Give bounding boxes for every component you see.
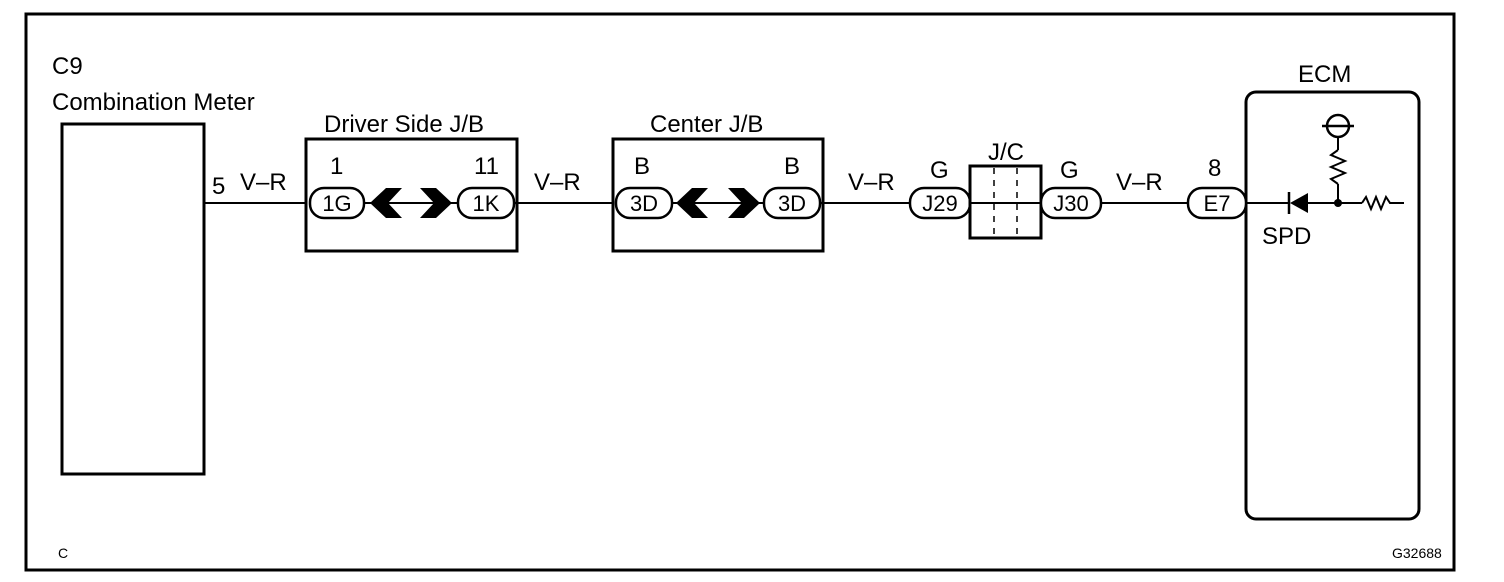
combination-meter-box xyxy=(60,122,206,476)
combination-meter-name: Combination Meter xyxy=(52,89,255,116)
combination-meter-code: C9 xyxy=(52,53,83,80)
j30-wire-label: V–R xyxy=(1116,169,1163,196)
connector-e7-label: E7 xyxy=(1204,191,1231,216)
diagram-frame xyxy=(24,12,1456,572)
combination-meter-pin: 5 xyxy=(212,173,225,200)
chevron-right-icon xyxy=(728,188,760,218)
connector-1g xyxy=(308,186,366,220)
center-jb-name: Center J/B xyxy=(650,111,763,138)
junction-connector-name: J/C xyxy=(988,139,1024,166)
connector-1g-label: 1G xyxy=(322,191,351,216)
j29-pin: G xyxy=(930,157,949,184)
resistor-icon xyxy=(1361,194,1404,212)
driver-side-jb-right-pin: 11 xyxy=(474,153,499,180)
connector-3d-left-label: 3D xyxy=(630,191,658,216)
j30-pin: G xyxy=(1060,157,1079,184)
figure-code: G32688 xyxy=(1392,545,1442,561)
pullup-resistor-icon xyxy=(1328,149,1348,185)
driver-side-jb-name: Driver Side J/B xyxy=(324,111,484,138)
center-jb-wire-label: V–R xyxy=(848,169,895,196)
corner-letter: C xyxy=(58,545,68,561)
connector-j30-label: J30 xyxy=(1053,191,1088,216)
ecm-name: ECM xyxy=(1298,61,1351,88)
connector-3d-left xyxy=(614,186,674,220)
diode-icon xyxy=(1290,193,1308,213)
ecm-input-label: SPD xyxy=(1262,223,1311,250)
chevron-left-icon xyxy=(370,188,402,218)
combination-meter-wire-label: V–R xyxy=(240,169,287,196)
chevron-right-icon xyxy=(420,188,452,218)
center-jb-right-pin: B xyxy=(784,153,800,180)
chevron-left-icon xyxy=(676,188,708,218)
connector-3d-right-label: 3D xyxy=(778,191,806,216)
driver-side-jb-left-pin: 1 xyxy=(330,153,343,180)
connector-j29-label: J29 xyxy=(922,191,957,216)
connector-1k-label: 1K xyxy=(473,191,500,216)
ecm-pin: 8 xyxy=(1208,155,1221,182)
driver-jb-wire-label: V–R xyxy=(534,169,581,196)
center-jb-left-pin: B xyxy=(634,153,650,180)
